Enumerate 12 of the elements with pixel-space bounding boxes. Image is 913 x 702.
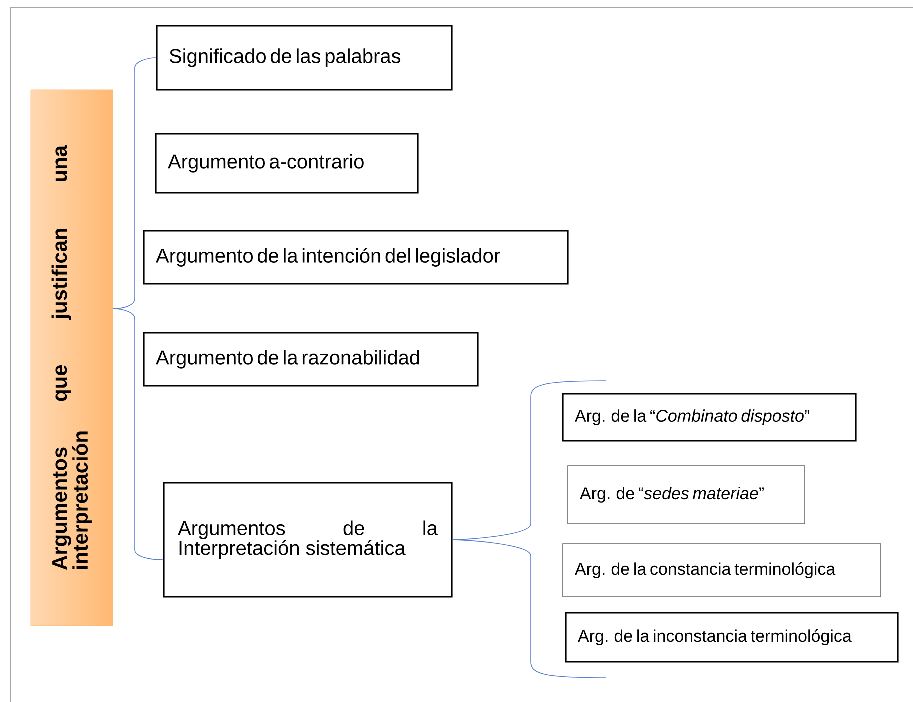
- brace-connector: [112, 308, 164, 560]
- argument-box: Significado de las palabras: [156, 25, 453, 91]
- argument-box: Arg. de la inconstancia terminológica: [565, 612, 899, 663]
- argument-box: Arg. de “sedes materiae”: [568, 466, 806, 524]
- argument-box: Argumento a-contrario: [155, 133, 419, 194]
- argument-box: Arg. de la constancia terminológica: [562, 544, 882, 598]
- argument-box: Argumentos de la Interpretación sistemática: [163, 482, 453, 598]
- category-box: Argumentos que justifican una interpretación: [30, 90, 114, 626]
- argument-box: Argumento de la intención del legislador: [143, 230, 569, 285]
- brace-connector: [452, 540, 606, 678]
- argument-box: Arg. de la “Combinato disposto”: [562, 393, 857, 442]
- argument-box: Argumento de la razonabilidad: [143, 332, 479, 387]
